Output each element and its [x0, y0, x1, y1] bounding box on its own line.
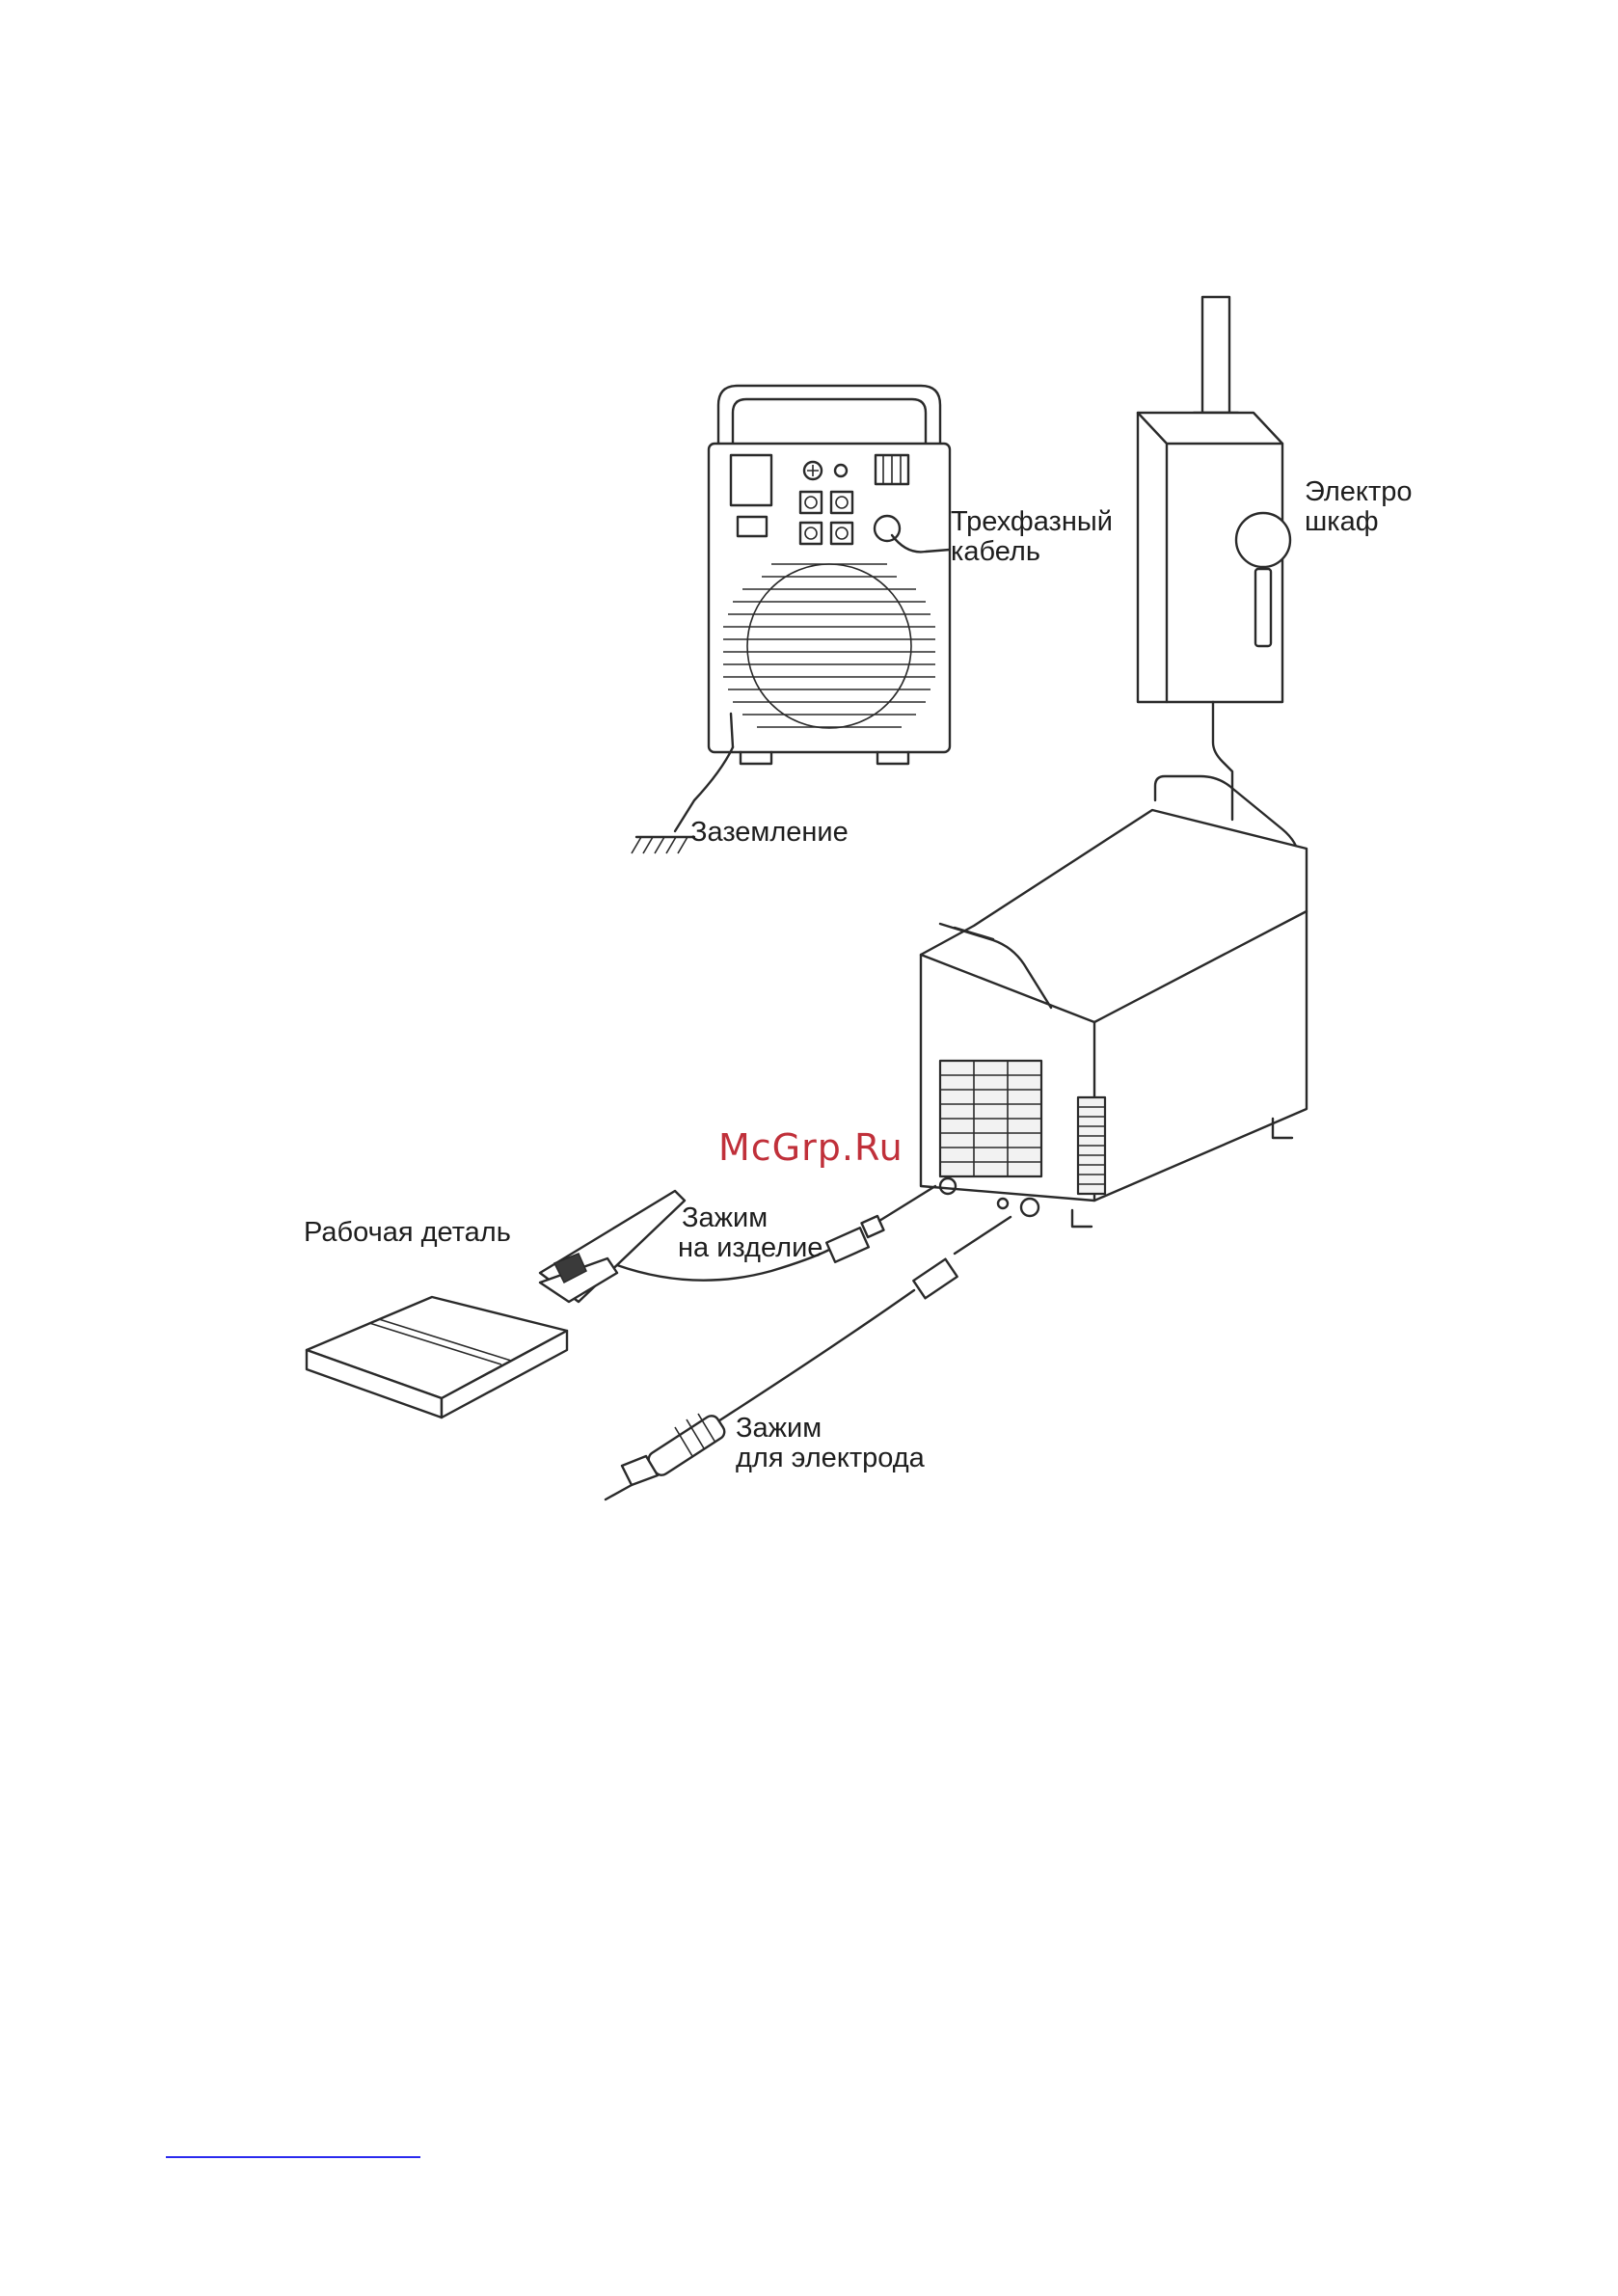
three-phase-cable-label-line2: кабель	[951, 537, 1113, 567]
electrode-clamp-label: Зажим для электрода	[736, 1414, 925, 1473]
cabinet-label-line1: Электро	[1305, 477, 1412, 507]
ground-label: Заземление	[690, 818, 849, 848]
welder-rear-view	[632, 386, 950, 853]
cabinet-label-line2: шкаф	[1305, 507, 1412, 537]
work-clamp-label-line1: Зажим	[678, 1203, 822, 1233]
footer-link-underline[interactable]	[166, 2156, 420, 2158]
watermark: McGrp.Ru	[718, 1126, 903, 1169]
cabinet-label: Электро шкаф	[1305, 477, 1412, 537]
work-clamp-label-line2: на изделие	[678, 1233, 822, 1263]
workpiece	[307, 1297, 567, 1418]
work-clamp-label: Зажим на изделие	[678, 1203, 822, 1263]
three-phase-cable-label-line1: Трехфазный	[951, 507, 1113, 537]
workpiece-label: Рабочая деталь	[304, 1218, 511, 1248]
welder-main-unit	[921, 776, 1307, 1227]
three-phase-cable-label: Трехфазный кабель	[951, 507, 1113, 567]
electrical-cabinet	[1138, 297, 1290, 820]
electrode-clamp-label-line2: для электрода	[736, 1444, 925, 1473]
electrode-clamp-label-line1: Зажим	[736, 1414, 925, 1444]
